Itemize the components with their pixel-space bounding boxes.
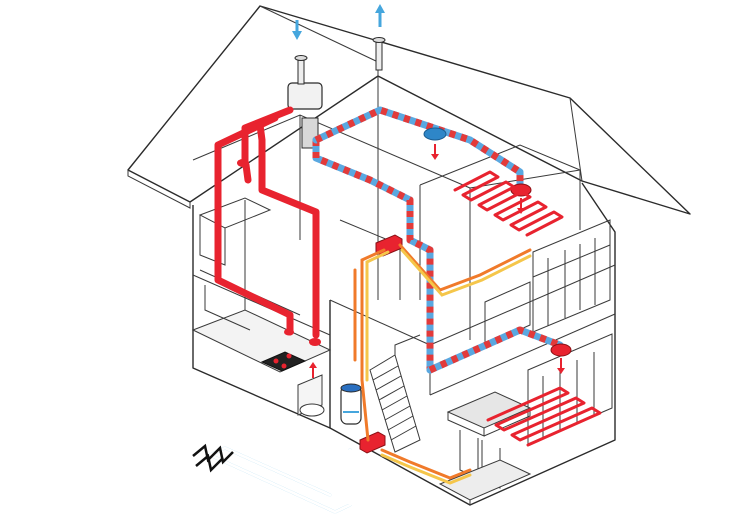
water-cylinder — [340, 383, 362, 425]
staircase — [369, 334, 421, 453]
warm-air-vents — [237, 159, 321, 378]
supply-duct — [312, 106, 564, 374]
arrow-down-icon — [292, 20, 302, 40]
arrow-up-icon — [375, 4, 385, 27]
zigzag-icon — [192, 443, 234, 473]
kitchen-cabinets — [198, 197, 272, 331]
hot-water-lines — [353, 243, 532, 485]
toilet — [297, 374, 325, 417]
entrance-canopy — [438, 391, 532, 501]
underfloor-heating — [453, 170, 602, 447]
stove — [260, 351, 307, 372]
ground-loop — [208, 446, 352, 514]
warm-air-ducts — [214, 106, 320, 339]
